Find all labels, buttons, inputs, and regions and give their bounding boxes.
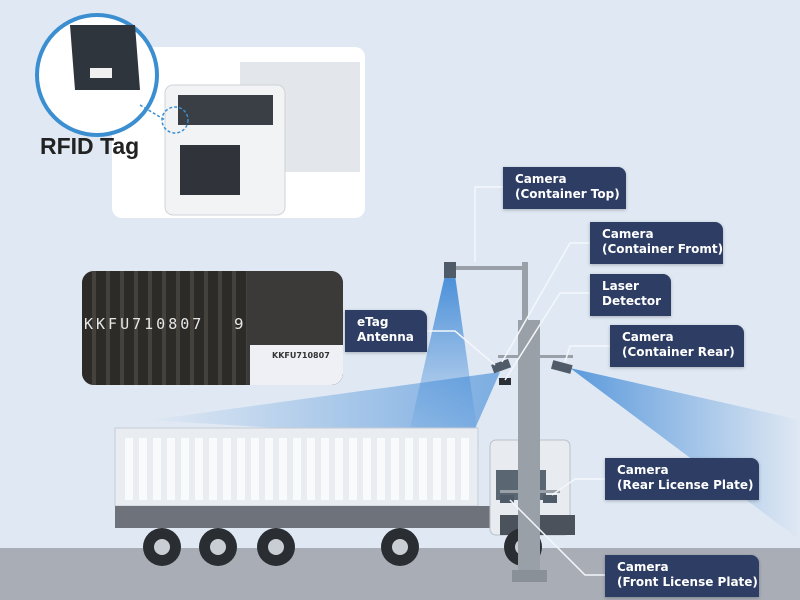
- container-rib: [447, 438, 455, 500]
- label-camera-container-front: Camera(Container Fromt): [590, 222, 723, 264]
- container-rib: [321, 438, 329, 500]
- label-line: Camera: [515, 172, 567, 186]
- label-line: Detector: [602, 294, 661, 308]
- ocr-panel-table: [250, 345, 343, 385]
- container-rib: [279, 438, 287, 500]
- container-rib: [377, 438, 385, 500]
- container-number-text: KKFU710807: [84, 315, 205, 333]
- container-rib: [405, 438, 413, 500]
- container-rib: [419, 438, 427, 500]
- container-rib: [293, 438, 301, 500]
- label-line: (Container Fromt): [602, 242, 724, 256]
- camera-container-rear-device: [550, 360, 573, 374]
- container-rib: [181, 438, 189, 500]
- label-camera-container-rear: Camera(Container Rear): [610, 325, 744, 367]
- label-camera-rear-license-plate: Camera(Rear License Plate): [605, 458, 759, 500]
- beam-container-rear: [570, 368, 800, 540]
- container-photo-left: [82, 271, 247, 385]
- camera-front-plate-device: [543, 495, 557, 503]
- label-line: Camera: [622, 330, 674, 344]
- container-rib: [153, 438, 161, 500]
- label-line: (Rear License Plate): [617, 478, 754, 492]
- camera-container-front-device: [491, 358, 512, 374]
- wheel-hub: [392, 539, 408, 555]
- container-rib: [307, 438, 315, 500]
- laser-detector-device: [499, 378, 511, 385]
- trailer-chassis: [115, 506, 500, 528]
- leader-lines: [417, 186, 610, 576]
- container-rib: [363, 438, 371, 500]
- label-line: Antenna: [357, 330, 414, 344]
- container-rib: [349, 438, 357, 500]
- ocr-panel: KKFU710807: [250, 271, 343, 385]
- camera-rear-plate-device: [500, 495, 514, 503]
- container-rib: [433, 438, 441, 500]
- label-line: (Container Rear): [622, 345, 735, 359]
- label-line: (Container Top): [515, 187, 620, 201]
- container-rib: [223, 438, 231, 500]
- label-line: Camera: [617, 560, 669, 574]
- camera-container-top-device: [444, 262, 456, 278]
- truck-photo: [112, 47, 365, 218]
- label-camera-front-license-plate: Camera(Front License Plate): [605, 555, 759, 597]
- container-rib: [139, 438, 147, 500]
- container-rib: [251, 438, 259, 500]
- label-line: eTag: [357, 315, 389, 329]
- label-line: Laser: [602, 279, 639, 293]
- container-rib: [237, 438, 245, 500]
- ocr-result-text: KKFU710807: [272, 351, 330, 360]
- wheel-hub: [154, 539, 170, 555]
- container-rib: [195, 438, 203, 500]
- container-rib: [209, 438, 217, 500]
- wheel-hub: [268, 539, 284, 555]
- container-rib: [461, 438, 469, 500]
- label-camera-container-top: Camera(Container Top): [503, 167, 626, 209]
- camera-pole: [445, 262, 573, 582]
- label-line: Camera: [617, 463, 669, 477]
- ocr-photo: KKFU710807 9 KKFU710807: [82, 271, 343, 385]
- container-rib: [335, 438, 343, 500]
- label-line: (Front License Plate): [617, 575, 758, 589]
- container-rib: [125, 438, 133, 500]
- wheel-hub: [210, 539, 226, 555]
- container-rib: [167, 438, 175, 500]
- container-rib: [265, 438, 273, 500]
- beam-container-front: [150, 372, 500, 440]
- rfid-inset-circle: [35, 13, 166, 137]
- rfid-tag-label: RFID Tag: [40, 133, 140, 159]
- label-line: Camera: [602, 227, 654, 241]
- container: [114, 427, 479, 507]
- container-rib: [391, 438, 399, 500]
- check-digit-text: 9: [234, 315, 244, 333]
